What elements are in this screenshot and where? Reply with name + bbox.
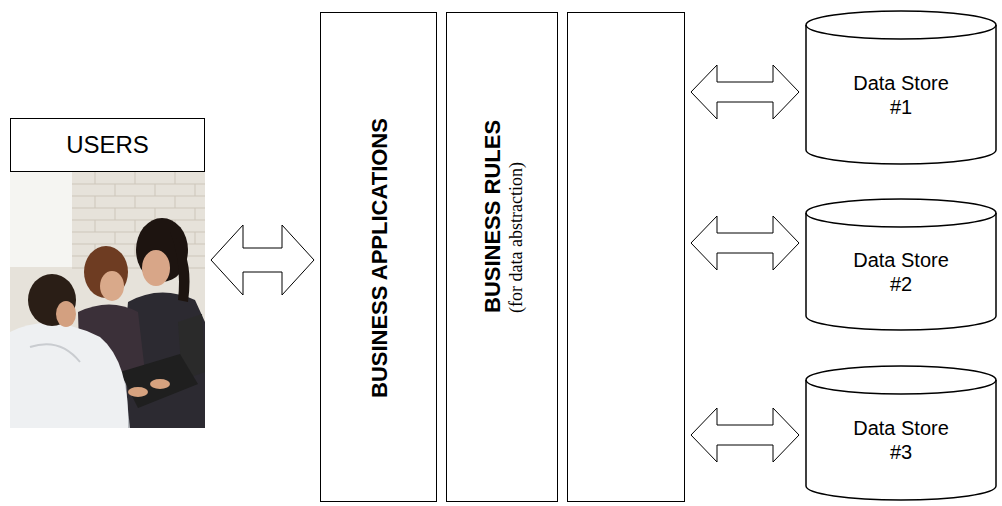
users-box: USERS	[10, 118, 205, 428]
store-label: Data Store #3	[845, 416, 957, 464]
store-text-area: Data Store #3	[805, 395, 997, 485]
users-label: USERS	[10, 118, 205, 172]
photo-window	[10, 172, 72, 267]
block-arrow	[691, 65, 799, 119]
store-label: Data Store #1	[845, 71, 957, 119]
cylinder-rim	[806, 213, 996, 227]
access-layer	[567, 12, 685, 502]
layer-subtitle: (for data abstraction)	[506, 120, 527, 313]
rotated-text: BUSINESS RULES(for data abstraction)	[480, 120, 527, 313]
cylinder-body	[806, 199, 996, 330]
block-arrow	[211, 225, 314, 295]
store-label: Data Store #2	[845, 248, 957, 296]
store-text-area: Data Store #1	[805, 40, 997, 149]
application-layer: BUSINESS APPLICATIONS	[320, 12, 437, 502]
photo-man-left	[10, 274, 128, 428]
cylinder-body	[806, 11, 996, 164]
cylinder-rim	[806, 380, 996, 394]
data-store: Data Store #3	[805, 365, 997, 501]
block-arrow	[691, 408, 799, 462]
cylinder-body	[806, 366, 996, 500]
data-store: Data Store #1	[805, 10, 997, 165]
photo-laptop	[120, 314, 205, 408]
rotated-text: BUSINESS APPLICATIONS	[367, 118, 393, 398]
data-store: Data Store #2	[805, 198, 997, 331]
photo-wall	[10, 172, 205, 428]
rules-layer: BUSINESS RULES(for data abstraction)	[446, 12, 558, 502]
users-photo	[10, 172, 205, 428]
cylinder-rim	[806, 25, 996, 39]
layer-title: BUSINESS APPLICATIONS	[367, 118, 393, 398]
layer-title: BUSINESS RULES	[480, 120, 506, 313]
block-arrow	[691, 216, 799, 270]
store-text-area: Data Store #2	[805, 228, 997, 315]
